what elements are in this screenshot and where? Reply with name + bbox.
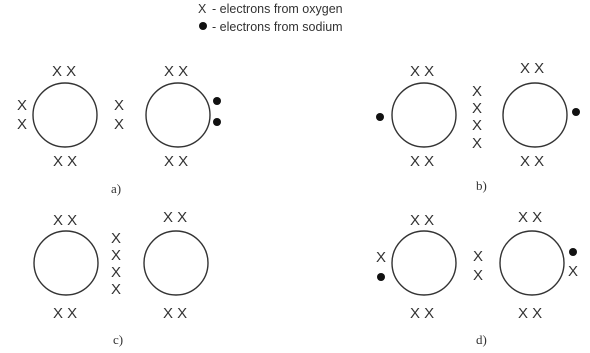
electron-oxygen: X — [472, 100, 482, 117]
electron-oxygen: X X — [520, 153, 544, 170]
cross-icon: X — [198, 2, 207, 16]
electron-sodium — [213, 97, 221, 105]
electron-sodium — [569, 248, 577, 256]
atom-circle — [502, 82, 568, 148]
electron-oxygen: X X — [410, 63, 434, 80]
electron-oxygen: X — [472, 135, 482, 152]
electron-oxygen: X — [17, 116, 27, 133]
panel-b: X X X X X X X X X X X X b) — [376, 60, 580, 193]
electron-oxygen: X — [114, 97, 124, 114]
panel-a: X X X X X X X X X X X X a) — [17, 63, 221, 196]
electron-oxygen: X X — [164, 63, 188, 80]
panel-d: X X X X X X X X X X X X d) — [376, 209, 578, 347]
electron-oxygen: X X — [410, 305, 434, 322]
electron-oxygen: X X — [518, 209, 542, 226]
panel-label: b) — [476, 178, 487, 193]
electron-oxygen: X — [114, 116, 124, 133]
electron-oxygen: X X — [163, 209, 187, 226]
electron-oxygen: X — [472, 117, 482, 134]
electron-oxygen: X — [111, 230, 121, 247]
electron-oxygen: X — [568, 263, 578, 280]
electron-oxygen: X X — [52, 63, 76, 80]
atom-circle — [33, 230, 99, 296]
panel-c: X X X X X X X X X X X X c) — [33, 209, 209, 347]
electron-oxygen: X — [17, 97, 27, 114]
electron-sodium — [572, 108, 580, 116]
electron-oxygen: X — [111, 264, 121, 281]
electron-sodium — [376, 113, 384, 121]
electron-oxygen: X X — [520, 60, 544, 77]
legend-oxygen-text: - electrons from oxygen — [212, 2, 343, 16]
electron-oxygen: X X — [518, 305, 542, 322]
electron-oxygen: X X — [163, 305, 187, 322]
electron-oxygen: X — [111, 281, 121, 298]
electron-oxygen: X — [111, 247, 121, 264]
atom-circle — [391, 82, 457, 148]
atom-circle — [391, 230, 457, 296]
electron-oxygen: X X — [410, 153, 434, 170]
electron-oxygen: X — [472, 83, 482, 100]
atom-circle — [145, 82, 211, 148]
atom-circle — [32, 82, 98, 148]
electron-oxygen: X X — [410, 212, 434, 229]
electron-oxygen: X X — [53, 153, 77, 170]
panel-label: a) — [111, 181, 121, 196]
electron-oxygen: X X — [53, 305, 77, 322]
electron-sodium — [377, 273, 385, 281]
atom-circle — [499, 230, 565, 296]
legend-sodium-text: - electrons from sodium — [212, 20, 343, 34]
dot-icon — [198, 20, 212, 34]
electron-sodium — [213, 118, 221, 126]
electron-oxygen: X X — [53, 212, 77, 229]
electron-oxygen: X — [473, 248, 483, 265]
panel-label: d) — [476, 332, 487, 347]
legend-sodium: - electrons from sodium — [198, 20, 343, 34]
legend-oxygen: X - electrons from oxygen — [198, 2, 343, 16]
electron-oxygen: X X — [164, 153, 188, 170]
electron-oxygen: X — [376, 249, 386, 266]
atom-circle — [143, 230, 209, 296]
panel-label: c) — [113, 332, 123, 347]
electron-oxygen: X — [473, 267, 483, 284]
